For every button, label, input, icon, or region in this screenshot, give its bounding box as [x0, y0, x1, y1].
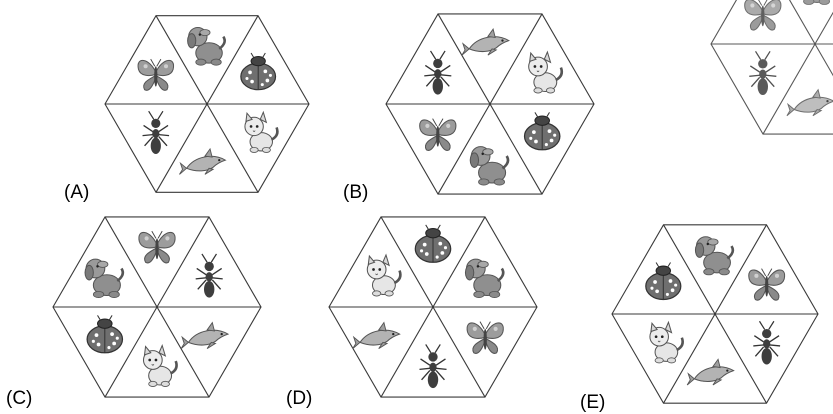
option-label: (B) [343, 182, 368, 203]
option-4-hexagon [329, 217, 537, 397]
option-5-hexagon [612, 225, 818, 403]
reference-hexagon [711, 0, 833, 134]
option-label: (E) [580, 392, 605, 413]
reference-hexagon [711, 0, 833, 134]
option-3-hexagon [53, 217, 261, 397]
option-2-hexagon [386, 14, 594, 194]
option-label: (D) [286, 388, 312, 409]
option-label: (A) [64, 182, 89, 203]
option-1-hexagon [105, 16, 309, 193]
answer-options: (A) (B) (C) (D) (E) [6, 14, 818, 413]
option-label: (C) [6, 388, 32, 409]
